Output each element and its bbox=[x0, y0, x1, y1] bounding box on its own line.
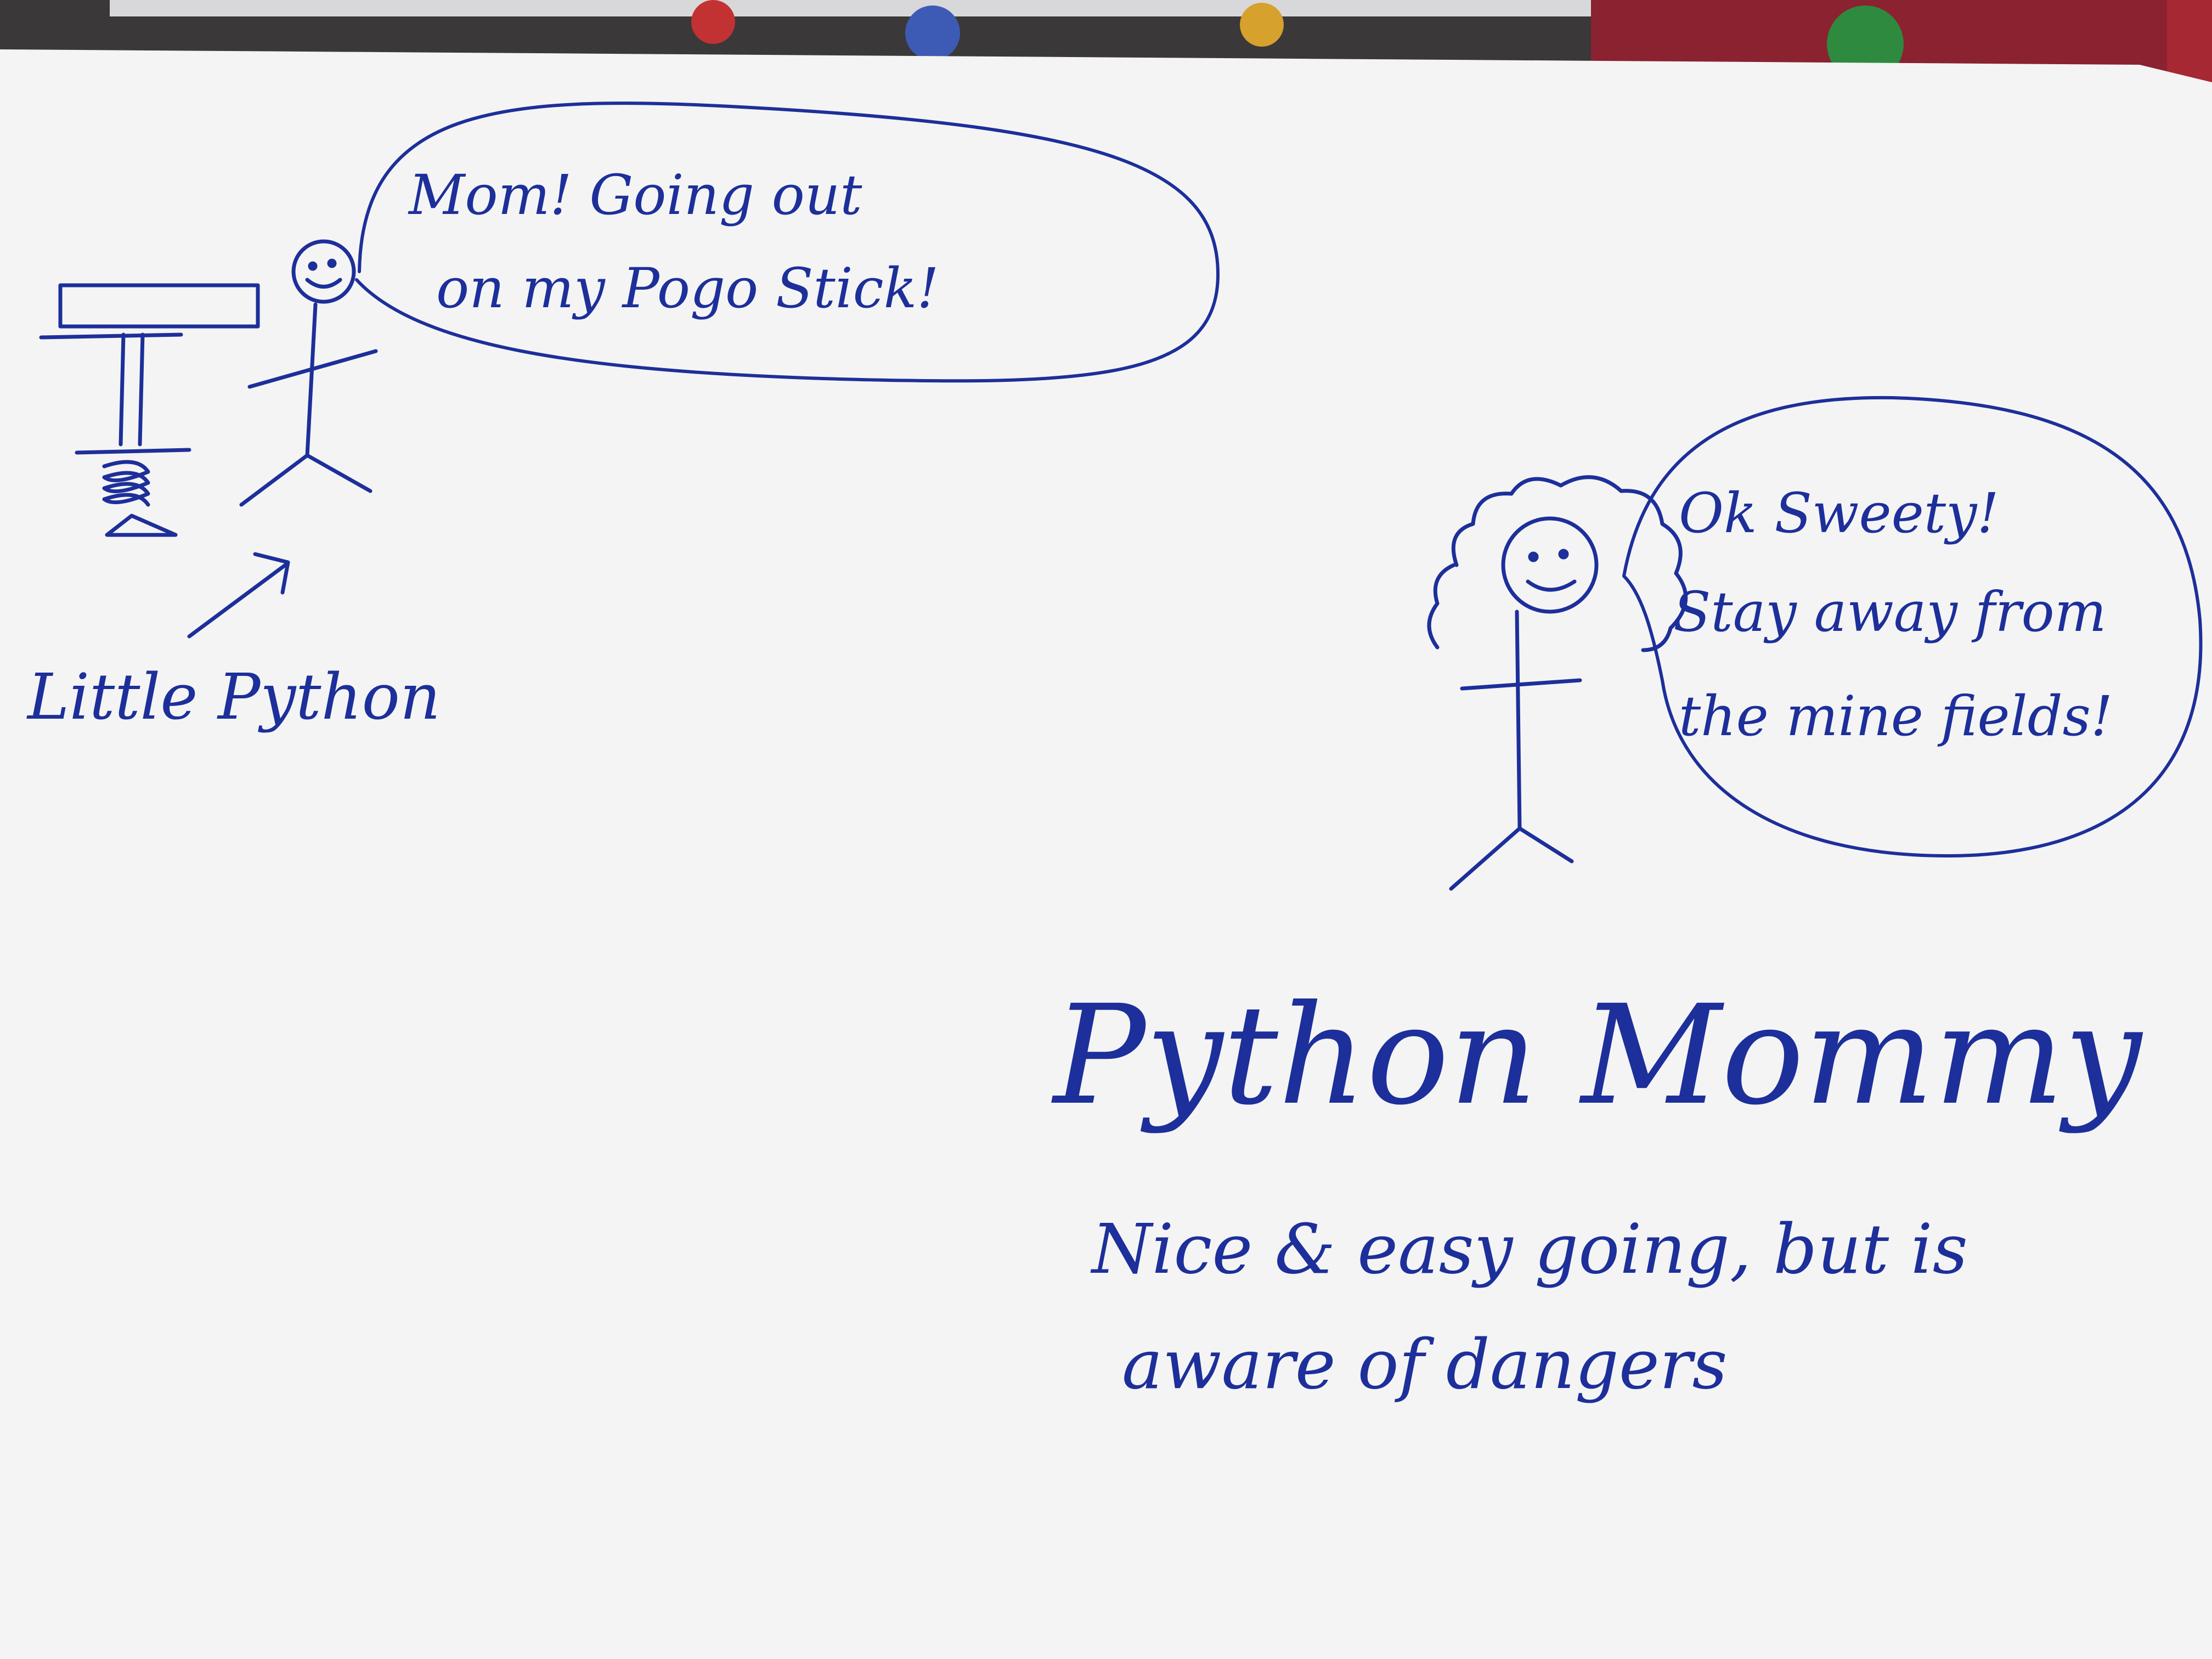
little-python-figure bbox=[239, 239, 378, 507]
python-mommy-title: Python Mommy bbox=[1051, 975, 2143, 1135]
description-line-1: Nice & easy going, but is bbox=[1090, 1210, 1968, 1289]
mom-speech-line-2: Stay away from bbox=[1673, 580, 2107, 644]
paper-sheet bbox=[0, 49, 2212, 1659]
caption-arrow bbox=[187, 552, 290, 639]
mom-speech-bubble: Ok Sweety! Stay away from the mine field… bbox=[1622, 396, 2203, 857]
kid-speech-line-2: on my Pogo Stick! bbox=[436, 256, 939, 320]
mom-speech-line-1: Ok Sweety! bbox=[1679, 481, 1999, 545]
little-python-caption: Little Python bbox=[26, 661, 441, 734]
mom-speech-line-3: the mine fields! bbox=[1679, 684, 2113, 748]
pogo-stick-drawing bbox=[39, 283, 260, 537]
kid-speech-bubble: Mom! Going out on my Pogo Stick! bbox=[355, 101, 1220, 383]
python-mommy-figure bbox=[1427, 475, 1688, 891]
description-line-2: aware of dangers bbox=[1122, 1325, 1728, 1404]
kid-speech-line-1: Mom! Going out bbox=[408, 163, 862, 227]
